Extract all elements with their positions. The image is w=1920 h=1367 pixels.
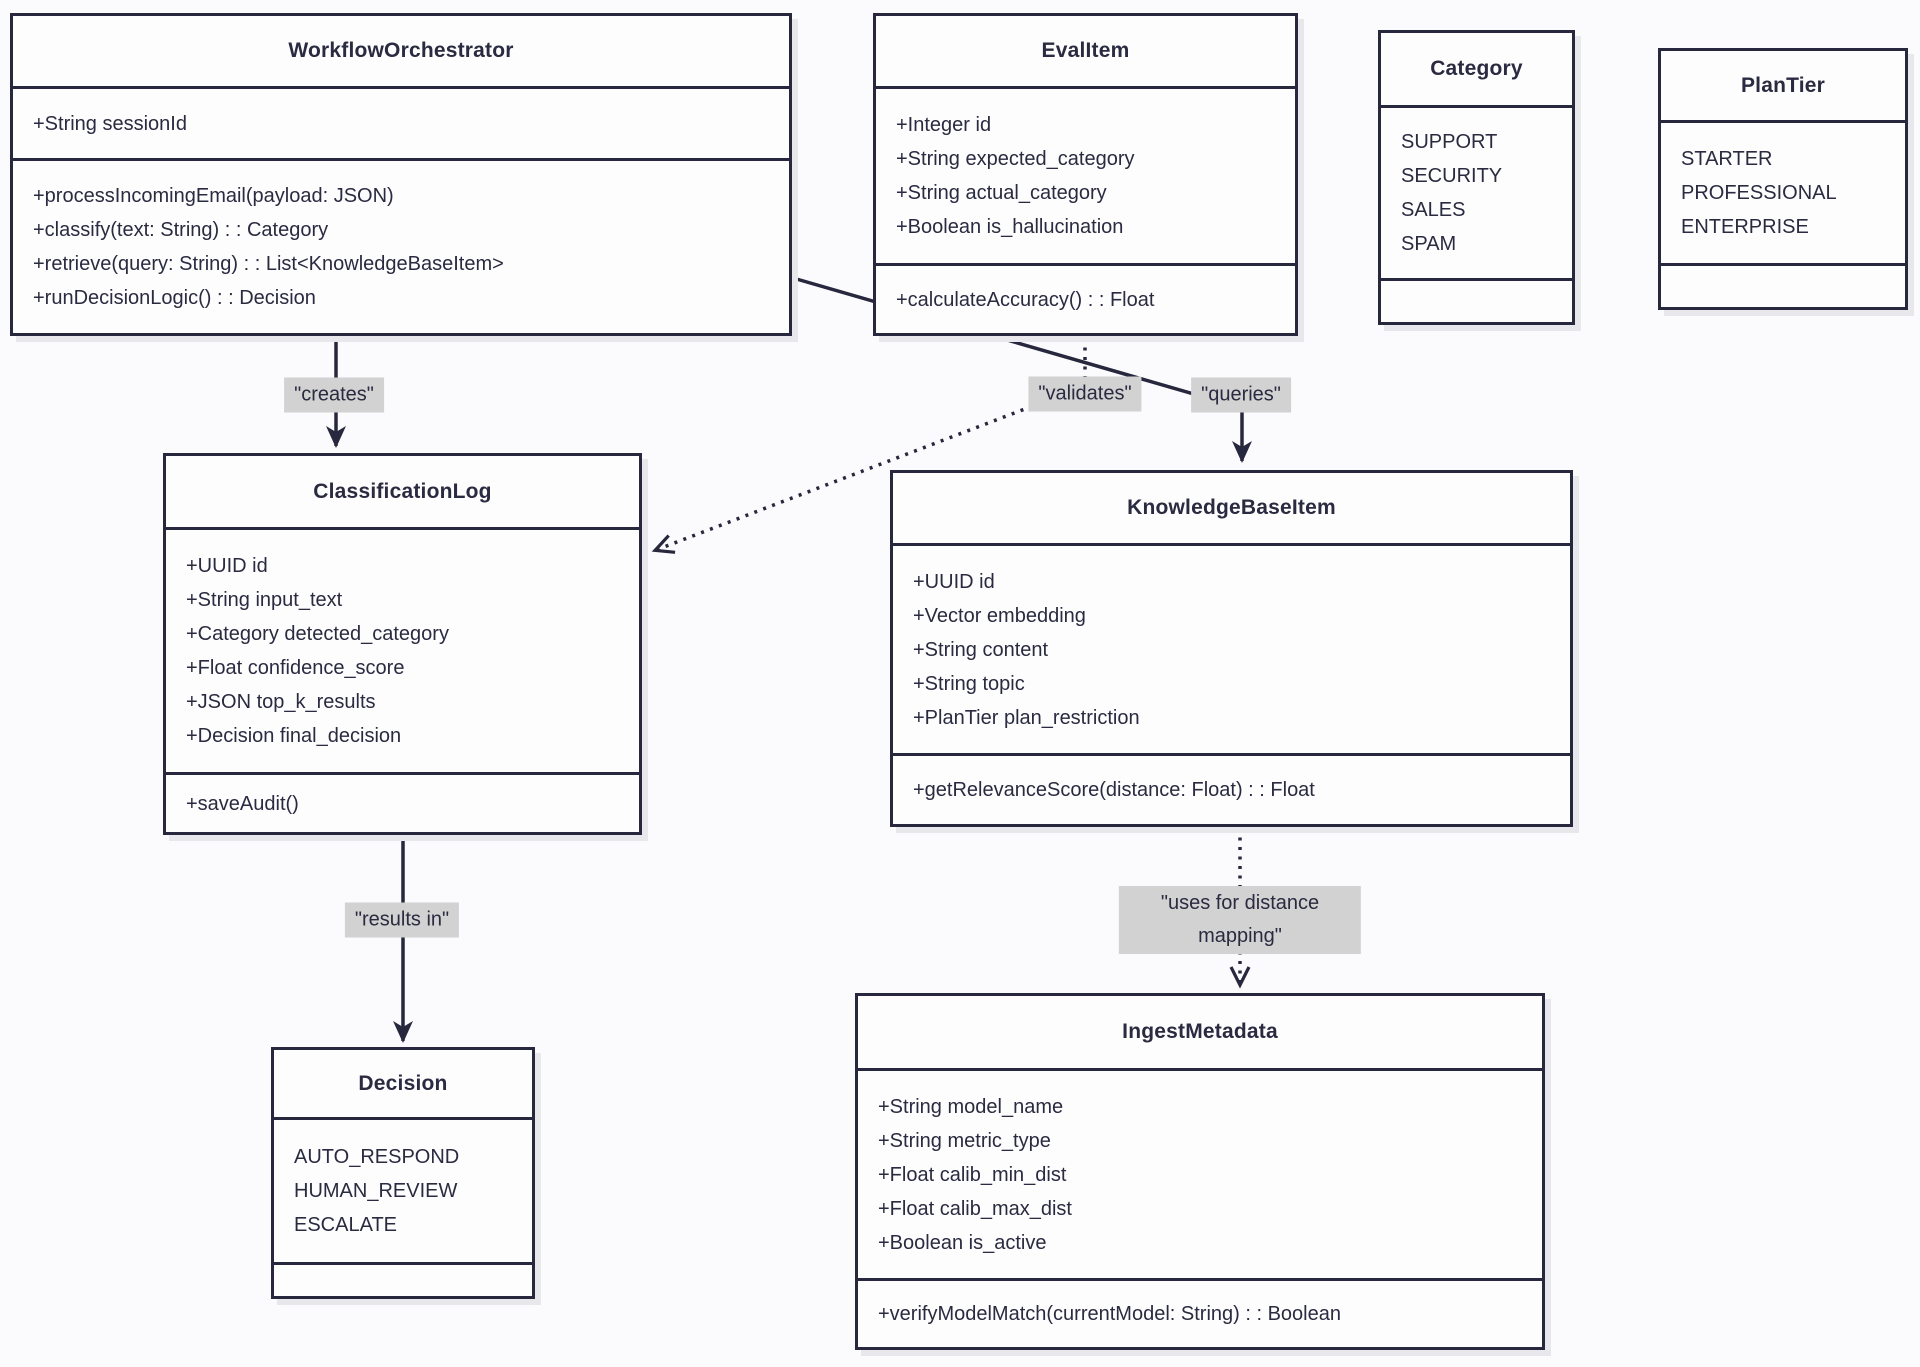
attribute-line: +JSON top_k_results (186, 691, 376, 713)
attribute-line: +Category detected_category (186, 623, 449, 645)
enum-value: SALES (1401, 199, 1466, 221)
enum-value: ENTERPRISE (1681, 216, 1809, 238)
attribute-line: +String expected_category (896, 148, 1135, 170)
edge-label-validates: "validates" (1028, 376, 1142, 412)
enum-value: AUTO_RESPOND (294, 1146, 460, 1168)
class-workflow-orchestrator: WorkflowOrchestrator +String sessionId +… (10, 13, 792, 336)
method-line: +calculateAccuracy() : : Float (896, 288, 1155, 311)
enum-decision: Decision AUTO_RESPOND HUMAN_REVIEW ESCAL… (271, 1047, 535, 1299)
enum-plan-tier: PlanTier STARTER PROFESSIONAL ENTERPRISE (1658, 48, 1908, 310)
method-line: +getRelevanceScore(distance: Float) : : … (913, 779, 1315, 801)
attribute-line: +String metric_type (878, 1129, 1051, 1152)
attribute-line: +Vector embedding (913, 604, 1086, 627)
method-line: +runDecisionLogic() : : Decision (33, 287, 316, 309)
attributes-compartment: +String sessionId (13, 86, 789, 158)
enum-value: HUMAN_REVIEW (294, 1180, 458, 1202)
enum-values-compartment: AUTO_RESPOND HUMAN_REVIEW ESCALATE (274, 1117, 532, 1262)
method-line: +classify(text: String) : : Category (33, 219, 329, 241)
class-title: Decision (358, 1071, 448, 1095)
attribute-line: +UUID id (186, 555, 268, 577)
methods-compartment: +getRelevanceScore(distance: Float) : : … (893, 753, 1570, 824)
enum-value: PROFESSIONAL (1681, 182, 1837, 204)
class-title: EvalItem (1041, 39, 1130, 62)
edge-label-uses-for-distance-mapping: "uses for distance mapping" (1118, 886, 1362, 954)
attribute-line: +UUID id (913, 570, 995, 593)
attributes-compartment: +UUID id +Vector embedding +String conte… (893, 543, 1570, 753)
method-line: +verifyModelMatch(currentModel: String) … (878, 1303, 1341, 1325)
attribute-line: +Boolean is_hallucination (896, 216, 1124, 238)
attribute-line: +Float calib_max_dist (878, 1197, 1072, 1220)
enum-value: SUPPORT (1401, 131, 1498, 153)
attribute-line: +Float calib_min_dist (878, 1163, 1067, 1186)
edge-label-results-in: "results in" (344, 902, 460, 938)
attribute-line: +String topic (913, 672, 1025, 695)
attribute-line: +Float confidence_score (186, 657, 405, 679)
attribute-line: +PlanTier plan_restriction (913, 706, 1140, 729)
edge-label-creates: "creates" (284, 377, 384, 413)
attribute-line: +Decision final_decision (186, 725, 402, 747)
attribute-line: +String actual_category (896, 182, 1107, 204)
class-eval-item: EvalItem +Integer id +String expected_ca… (873, 13, 1298, 336)
class-title: ClassificationLog (313, 479, 492, 503)
class-title: Category (1430, 57, 1523, 80)
enum-value: ESCALATE (294, 1214, 397, 1236)
attribute-line: +Integer id (896, 114, 992, 136)
attributes-compartment: +String model_name +String metric_type +… (858, 1068, 1542, 1278)
methods-compartment: +processIncomingEmail(payload: JSON) +cl… (13, 158, 789, 333)
attribute-line: +String content (913, 638, 1049, 661)
empty-compartment (1381, 278, 1572, 322)
attribute-line: +String input_text (186, 589, 343, 611)
enum-value: SECURITY (1401, 165, 1503, 187)
enum-values-compartment: STARTER PROFESSIONAL ENTERPRISE (1661, 120, 1905, 263)
attribute-line: +String sessionId (33, 112, 187, 135)
edge-label-queries: "queries" (1191, 377, 1291, 413)
enum-category: Category SUPPORT SECURITY SALES SPAM (1378, 30, 1575, 325)
methods-compartment: +verifyModelMatch(currentModel: String) … (858, 1278, 1542, 1347)
enum-value: SPAM (1401, 233, 1457, 255)
class-title: PlanTier (1740, 73, 1826, 97)
class-classification-log: ClassificationLog +UUID id +String input… (163, 453, 642, 835)
class-title: WorkflowOrchestrator (288, 39, 514, 62)
enum-values-compartment: SUPPORT SECURITY SALES SPAM (1381, 105, 1572, 278)
empty-compartment (1661, 263, 1905, 307)
enum-value: STARTER (1681, 148, 1773, 170)
class-title: KnowledgeBaseItem (1127, 496, 1336, 519)
method-line: +saveAudit() (186, 792, 299, 815)
attributes-compartment: +UUID id +String input_text +Category de… (166, 527, 639, 772)
class-knowledge-base-item: KnowledgeBaseItem +UUID id +Vector embed… (890, 470, 1573, 827)
attribute-line: +Boolean is_active (878, 1231, 1047, 1254)
attributes-compartment: +Integer id +String expected_category +S… (876, 86, 1295, 263)
class-title: IngestMetadata (1122, 1020, 1278, 1043)
method-line: +processIncomingEmail(payload: JSON) (33, 185, 394, 207)
empty-compartment (274, 1262, 532, 1296)
class-ingest-metadata: IngestMetadata +String model_name +Strin… (855, 993, 1545, 1350)
method-line: +retrieve(query: String) : : List<Knowle… (33, 253, 504, 275)
methods-compartment: +saveAudit() (166, 772, 639, 832)
attribute-line: +String model_name (878, 1095, 1064, 1118)
methods-compartment: +calculateAccuracy() : : Float (876, 263, 1295, 333)
